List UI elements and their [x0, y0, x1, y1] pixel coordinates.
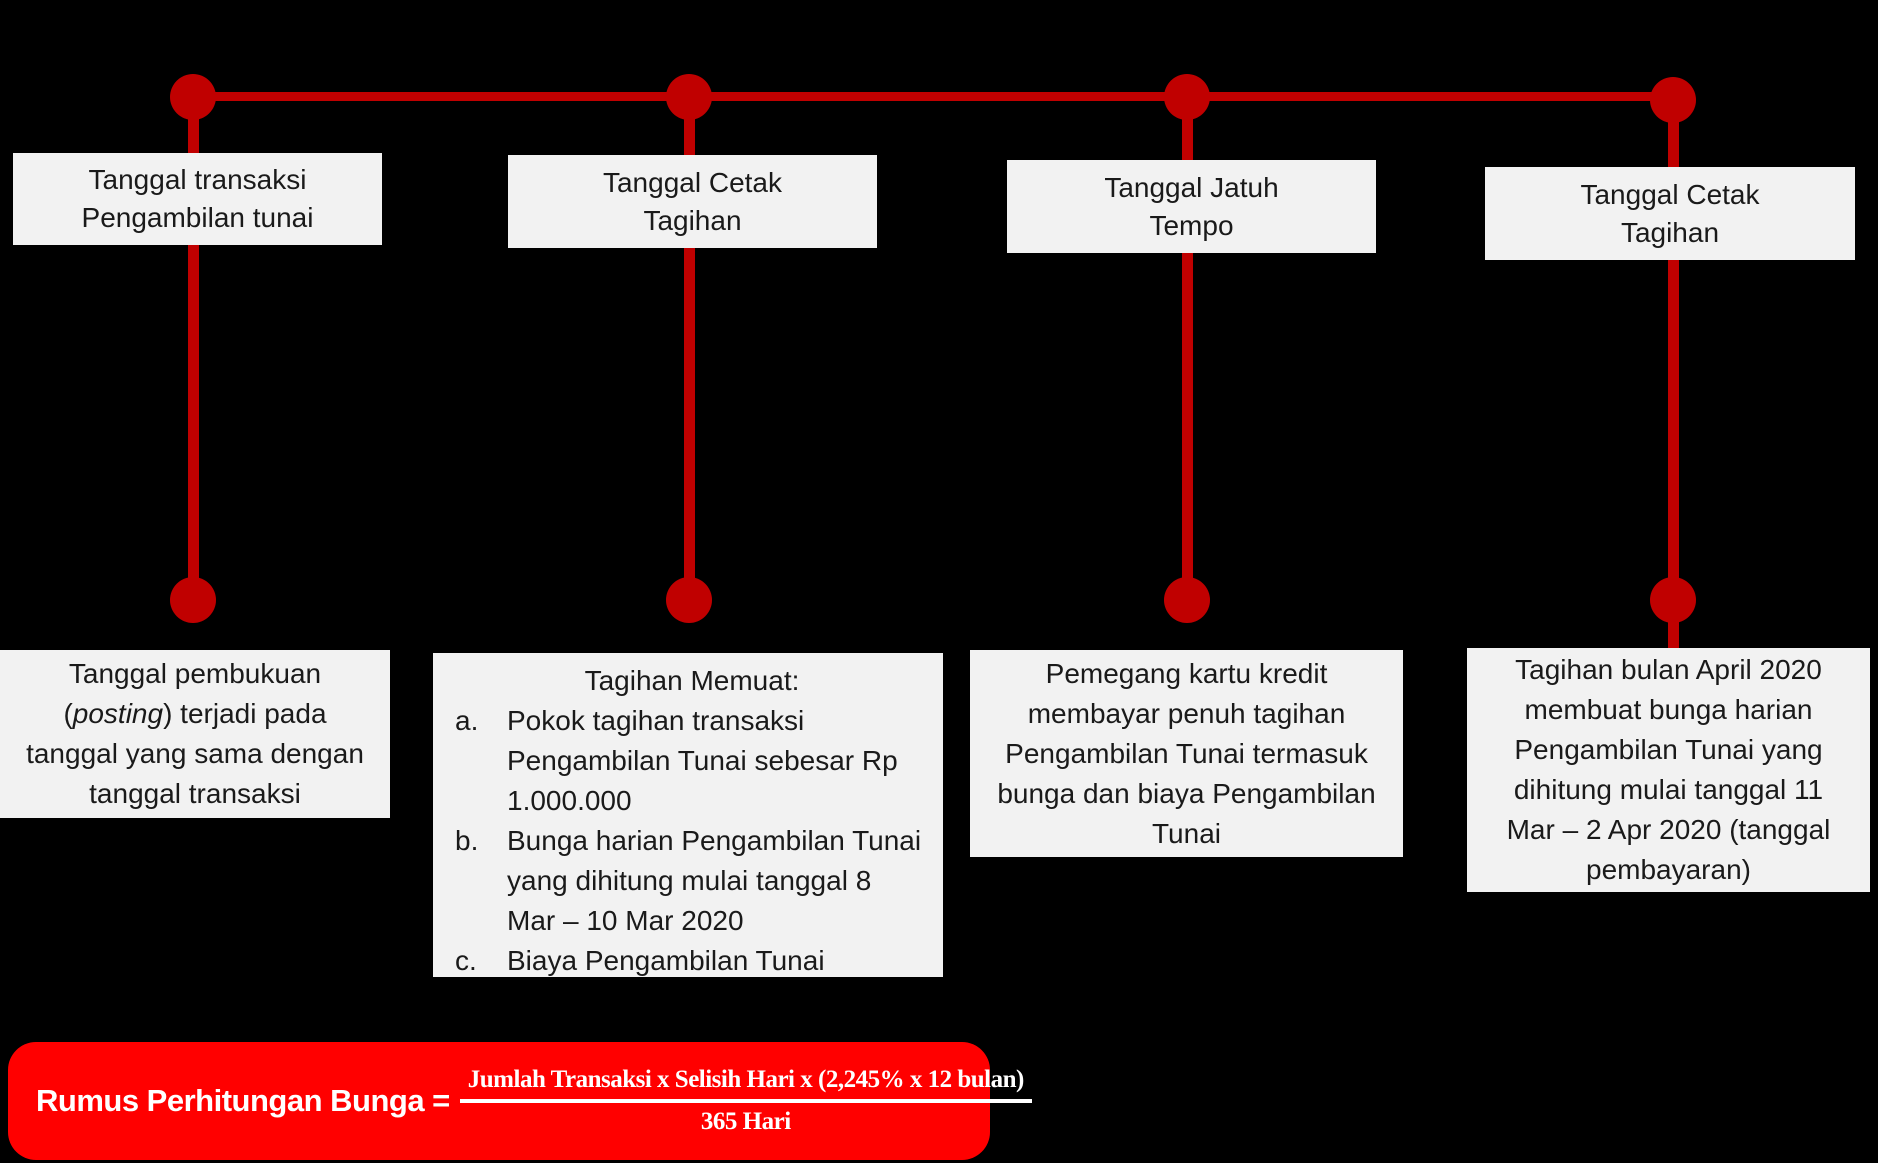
top-label-box-3: Tanggal Jatuh Tempo	[1007, 160, 1376, 253]
timeline-dot-top-3	[1164, 74, 1210, 120]
list-item-a: a. Pokok tagihan transaksi Pengambilan T…	[455, 701, 929, 821]
top-label-box-1: Tanggal transaksi Pengambilan tunai	[13, 153, 382, 245]
list-item-b-label: b.	[455, 825, 479, 856]
bottom-desc-3: Pemegang kartu kredit membayar penuh tag…	[997, 657, 1376, 849]
list-item-c-text: Biaya Pengambilan Tunai	[507, 945, 825, 976]
timeline-horizontal-line	[193, 92, 1673, 101]
top-label-3: Tanggal Jatuh Tempo	[1104, 171, 1279, 241]
bottom-desc-1-italic: posting	[72, 698, 164, 729]
top-label-4: Tanggal Cetak Tagihan	[1580, 178, 1760, 248]
bottom-desc-1: Tanggal pembukuan (posting) terjadi pada…	[26, 654, 364, 814]
list-item-c-label: c.	[455, 945, 477, 976]
top-label-box-4: Tanggal Cetak Tagihan	[1485, 167, 1855, 260]
top-label-2: Tanggal Cetak Tagihan	[602, 166, 782, 236]
connector-line-3	[1181, 97, 1193, 600]
formula-numerator: Jumlah Transaksi x Selisih Hari x (2,245…	[459, 1066, 1032, 1103]
timeline-dot-top-2	[666, 74, 712, 120]
bottom-desc-box-4: Tagihan bulan April 2020 membuat bunga h…	[1467, 648, 1870, 892]
top-label-box-2: Tanggal Cetak Tagihan	[508, 155, 877, 248]
bottom-desc-1-post: ) terjadi pada tanggal yang sama dengan …	[26, 698, 364, 809]
formula-denominator: 365 Hari	[700, 1108, 791, 1135]
timeline-dot-top-1	[170, 74, 216, 120]
formula-fraction: Jumlah Transaksi x Selisih Hari x (2,245…	[459, 1066, 1032, 1136]
connector-line-2	[683, 97, 695, 600]
timeline-dot-bottom-1	[170, 577, 216, 623]
timeline-dot-top-4	[1650, 77, 1696, 123]
connector-line-4	[1667, 97, 1679, 648]
bottom-desc-1-pre: Tanggal pembukuan (	[63, 658, 322, 729]
bottom-desc-box-3: Pemegang kartu kredit membayar penuh tag…	[970, 650, 1403, 857]
top-label-1: Tanggal transaksi Pengambilan tunai	[81, 164, 314, 233]
bottom-desc-box-2: Tagihan Memuat: a. Pokok tagihan transak…	[433, 653, 943, 977]
list-item-b: b. Bunga harian Pengambilan Tunai yang d…	[455, 821, 929, 941]
formula-box: Rumus Perhitungan Bunga = Jumlah Transak…	[8, 1042, 1032, 1160]
list-item-a-label: a.	[455, 705, 479, 736]
bottom-desc-2-title: Tagihan Memuat:	[584, 665, 800, 696]
timeline-dot-bottom-2	[666, 577, 712, 623]
formula-label: Rumus Perhitungan Bunga =	[36, 1083, 450, 1118]
timeline-dot-bottom-4	[1650, 577, 1696, 623]
timeline-dot-bottom-3	[1164, 577, 1210, 623]
bottom-desc-4: Tagihan bulan April 2020 membuat bunga h…	[1506, 654, 1831, 885]
list-item-c: c. Biaya Pengambilan Tunai	[455, 941, 929, 981]
list-item-b-text: Bunga harian Pengambilan Tunai yang dihi…	[507, 825, 922, 936]
connector-line-1	[187, 97, 199, 600]
bottom-desc-box-1: Tanggal pembukuan (posting) terjadi pada…	[0, 650, 390, 818]
list-item-a-text: Pokok tagihan transaksi Pengambilan Tuna…	[507, 705, 898, 816]
